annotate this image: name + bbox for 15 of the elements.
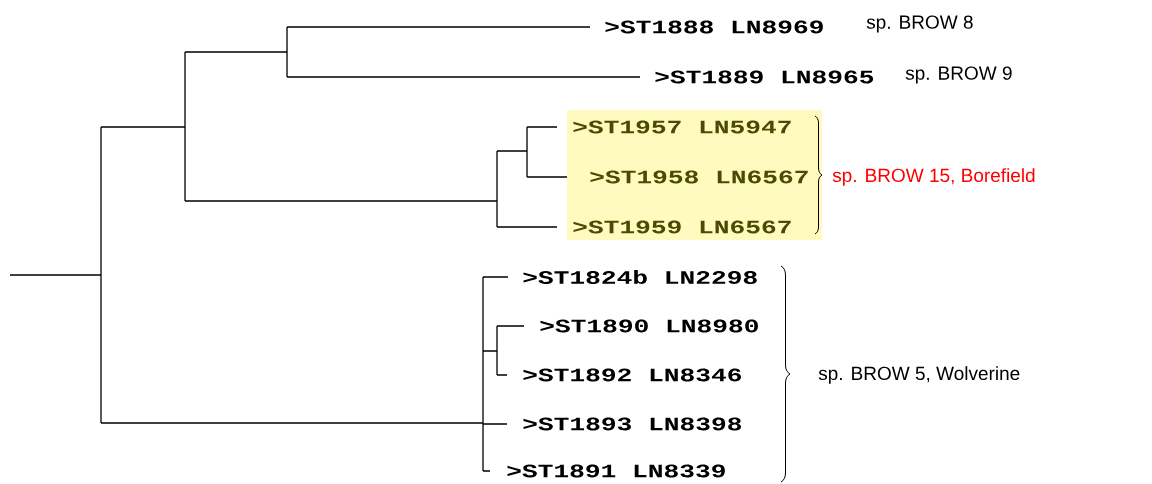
species-label: sp. BROW 5, Wolverine <box>818 366 1020 384</box>
leaf-label: >ST1888 LN8969 <box>605 20 823 34</box>
leaf-label: >ST1824b LN2298 <box>523 270 757 284</box>
leaf-label: >ST1958 LN6567 <box>590 170 808 184</box>
leaf-label: >ST1889 LN8965 <box>655 70 874 84</box>
leaf-label: >ST1890 LN8980 <box>540 319 758 333</box>
leaf-label: >ST1957 LN5947 <box>573 120 791 134</box>
leaf-label: >ST1892 LN8346 <box>523 368 741 382</box>
highlight-box <box>567 110 822 240</box>
species-label: sp. BROW 9 <box>905 66 1012 84</box>
leaf-label: >ST1891 LN8339 <box>507 464 725 478</box>
leaf-label: >ST1893 LN8398 <box>523 417 742 431</box>
species-label: sp. BROW 8 <box>866 15 973 33</box>
leaf-label: >ST1959 LN6567 <box>573 220 791 234</box>
species-label: sp. BROW 15, Borefield <box>832 168 1035 186</box>
